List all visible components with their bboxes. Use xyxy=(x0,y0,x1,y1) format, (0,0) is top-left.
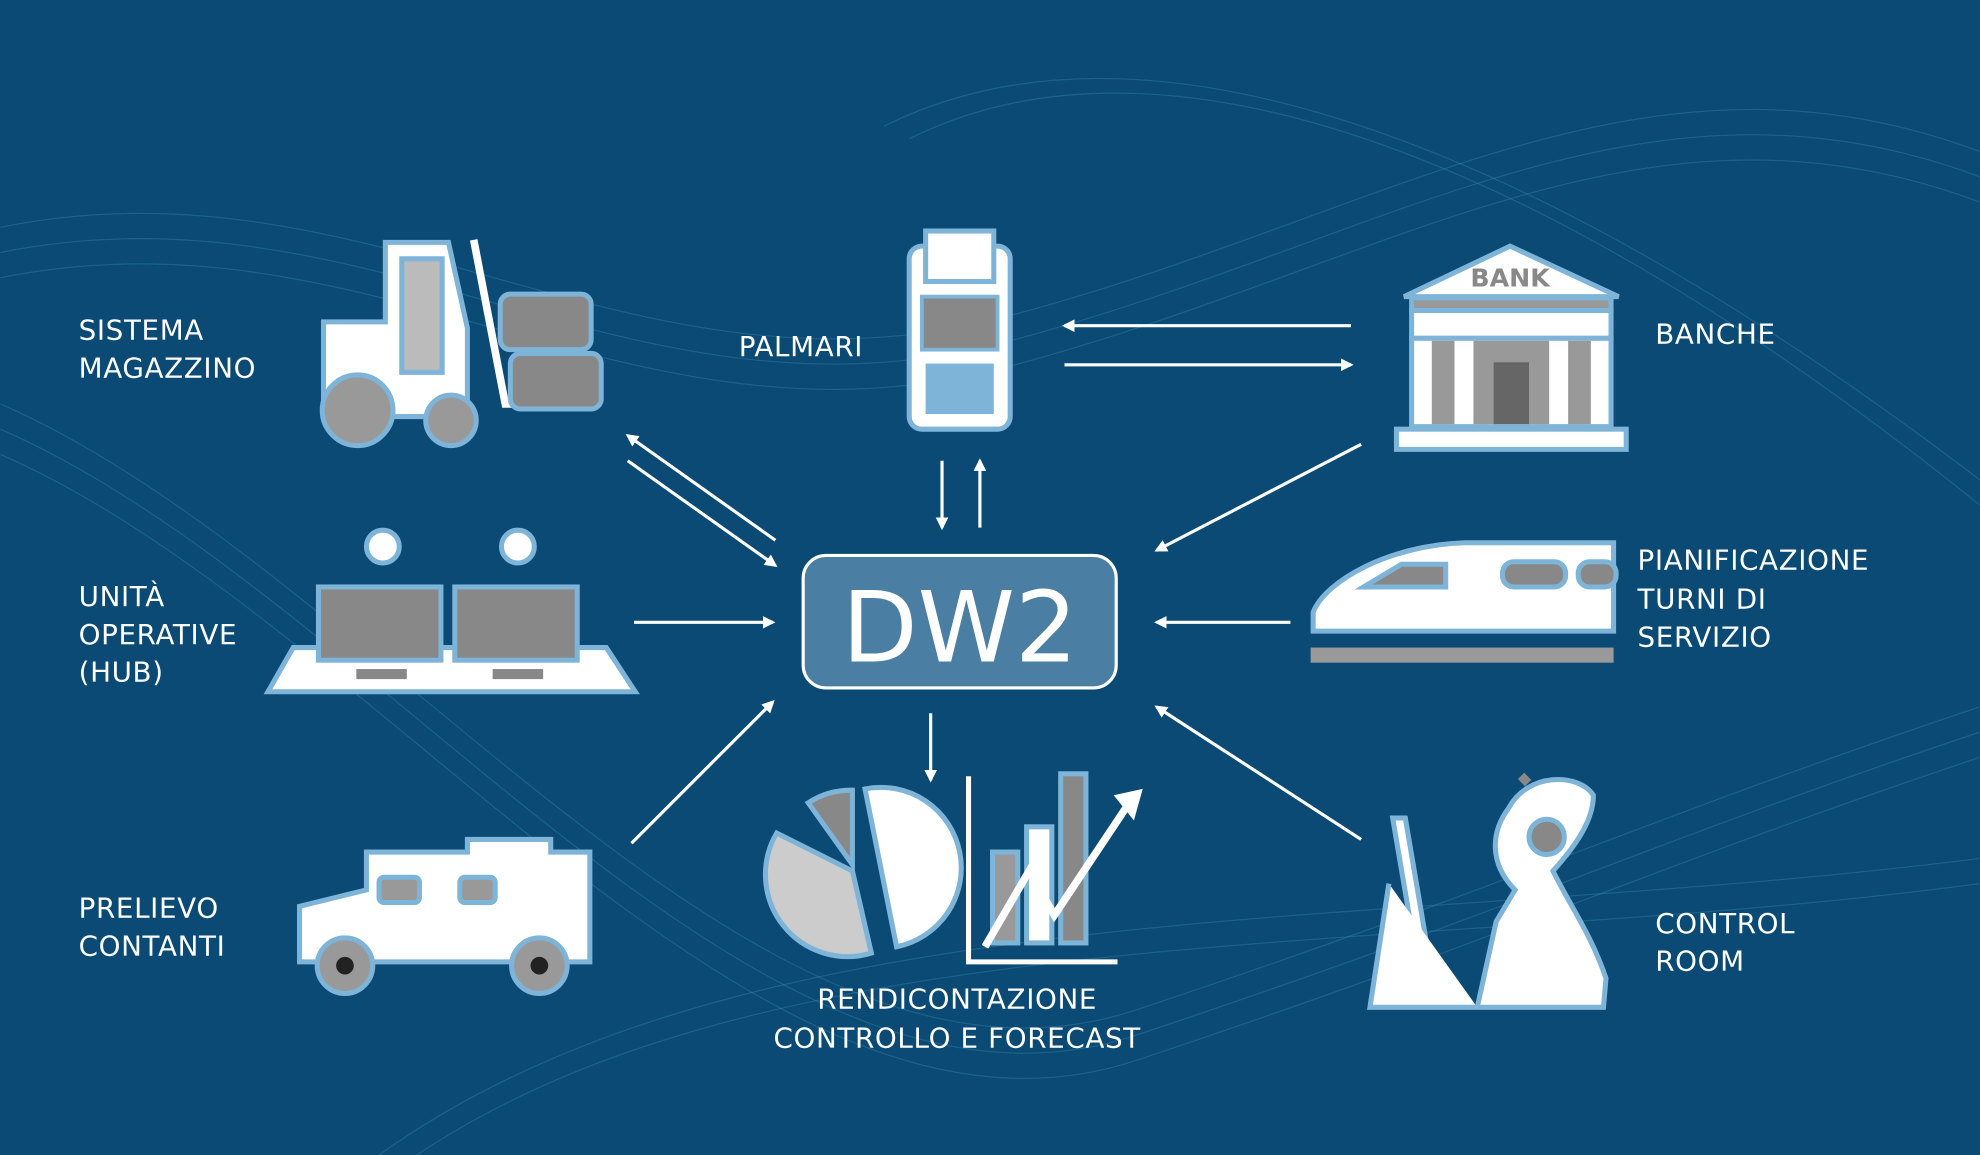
arrow-bank-to-dw2 xyxy=(1154,442,1362,552)
dw2-box: DW2 xyxy=(801,553,1118,690)
charts-icon xyxy=(762,771,1143,965)
train-icon xyxy=(1310,540,1619,663)
bank-sign: BANK xyxy=(1470,264,1551,293)
handheld-terminal-icon xyxy=(906,228,1013,432)
arrows xyxy=(625,319,1362,845)
arrow-control-to-dw2 xyxy=(1154,705,1362,841)
arrow-to-warehouse xyxy=(625,434,777,542)
label-handhelds: PALMARI xyxy=(739,330,863,363)
bank-icon: BANK xyxy=(1393,243,1629,452)
arrow-from-warehouse xyxy=(626,459,778,567)
forklift-icon xyxy=(319,239,604,449)
arrow-cash-to-dw2 xyxy=(630,700,775,845)
label-banks: BANCHE xyxy=(1655,317,1775,350)
armored-van-icon xyxy=(297,836,593,996)
operators-icon xyxy=(263,527,640,695)
operator-headset-icon xyxy=(1367,772,1609,1010)
dw2-label: DW2 xyxy=(842,571,1078,685)
